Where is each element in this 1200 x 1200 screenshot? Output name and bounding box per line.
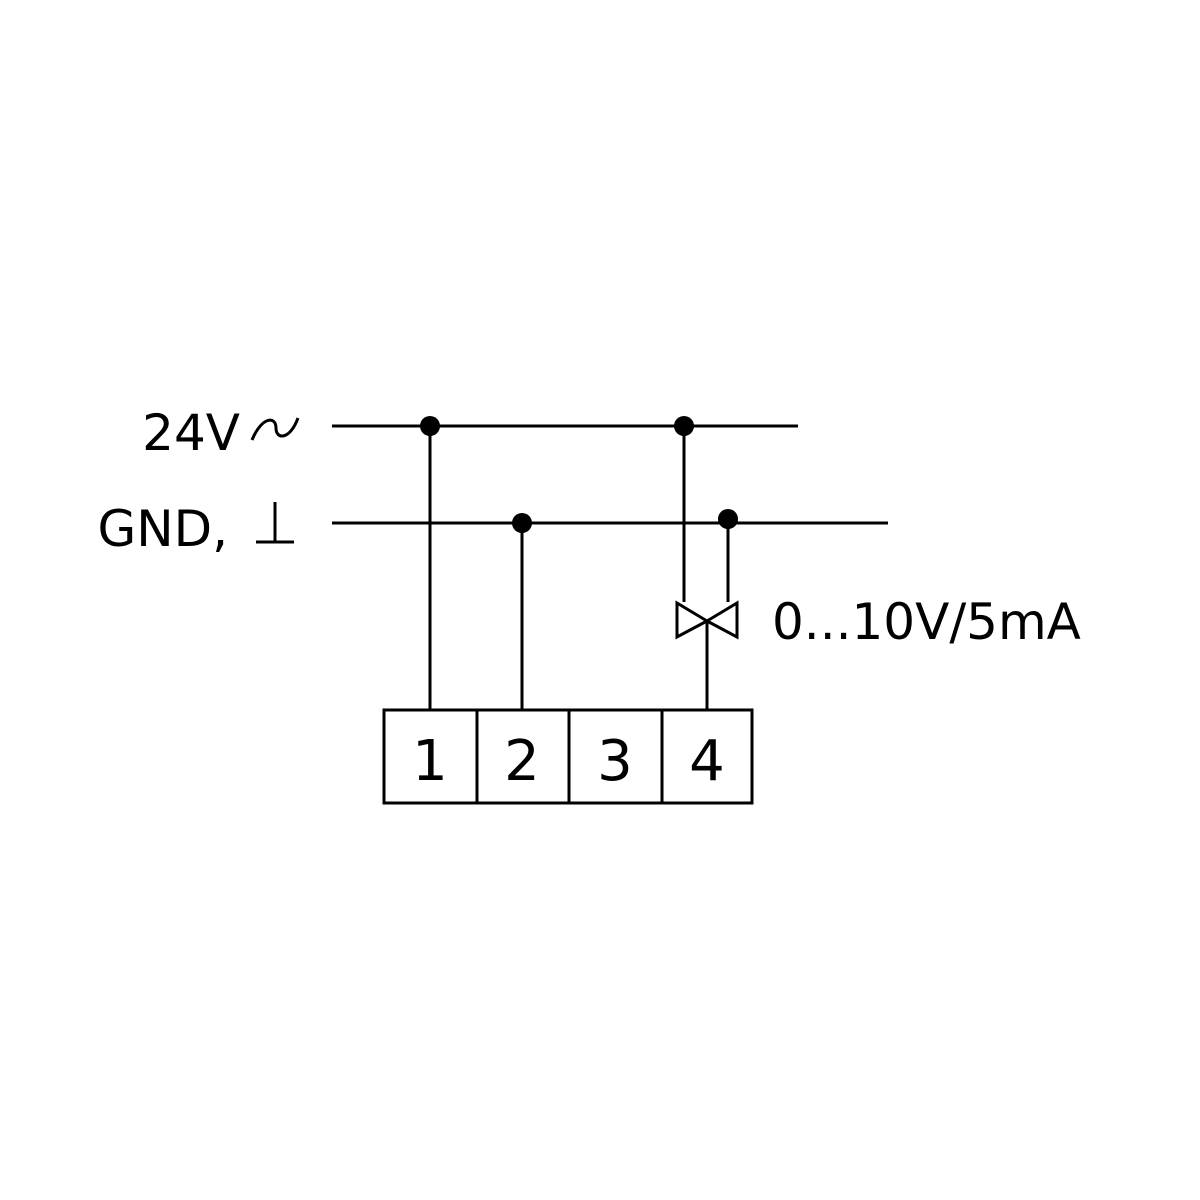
ground-perpendicular-icon — [256, 502, 294, 544]
supply-rail-label: 24V — [142, 404, 240, 462]
terminal-1-label: 1 — [412, 729, 448, 794]
junction-dot — [512, 513, 532, 533]
terminal-2-label: 2 — [504, 729, 540, 794]
junction-dot — [674, 416, 694, 436]
terminal-block: 1 2 3 4 — [382, 708, 754, 805]
junction-dot — [420, 416, 440, 436]
output-signal-label: 0...10V/5mA — [772, 593, 1081, 651]
ac-tilde-icon — [250, 417, 300, 441]
valve-actuator-icon — [675, 600, 739, 640]
ground-rail-label: GND, — [97, 500, 228, 558]
junction-dot — [718, 509, 738, 529]
terminal-3-label: 3 — [597, 729, 633, 794]
terminal-4-label: 4 — [689, 729, 725, 794]
